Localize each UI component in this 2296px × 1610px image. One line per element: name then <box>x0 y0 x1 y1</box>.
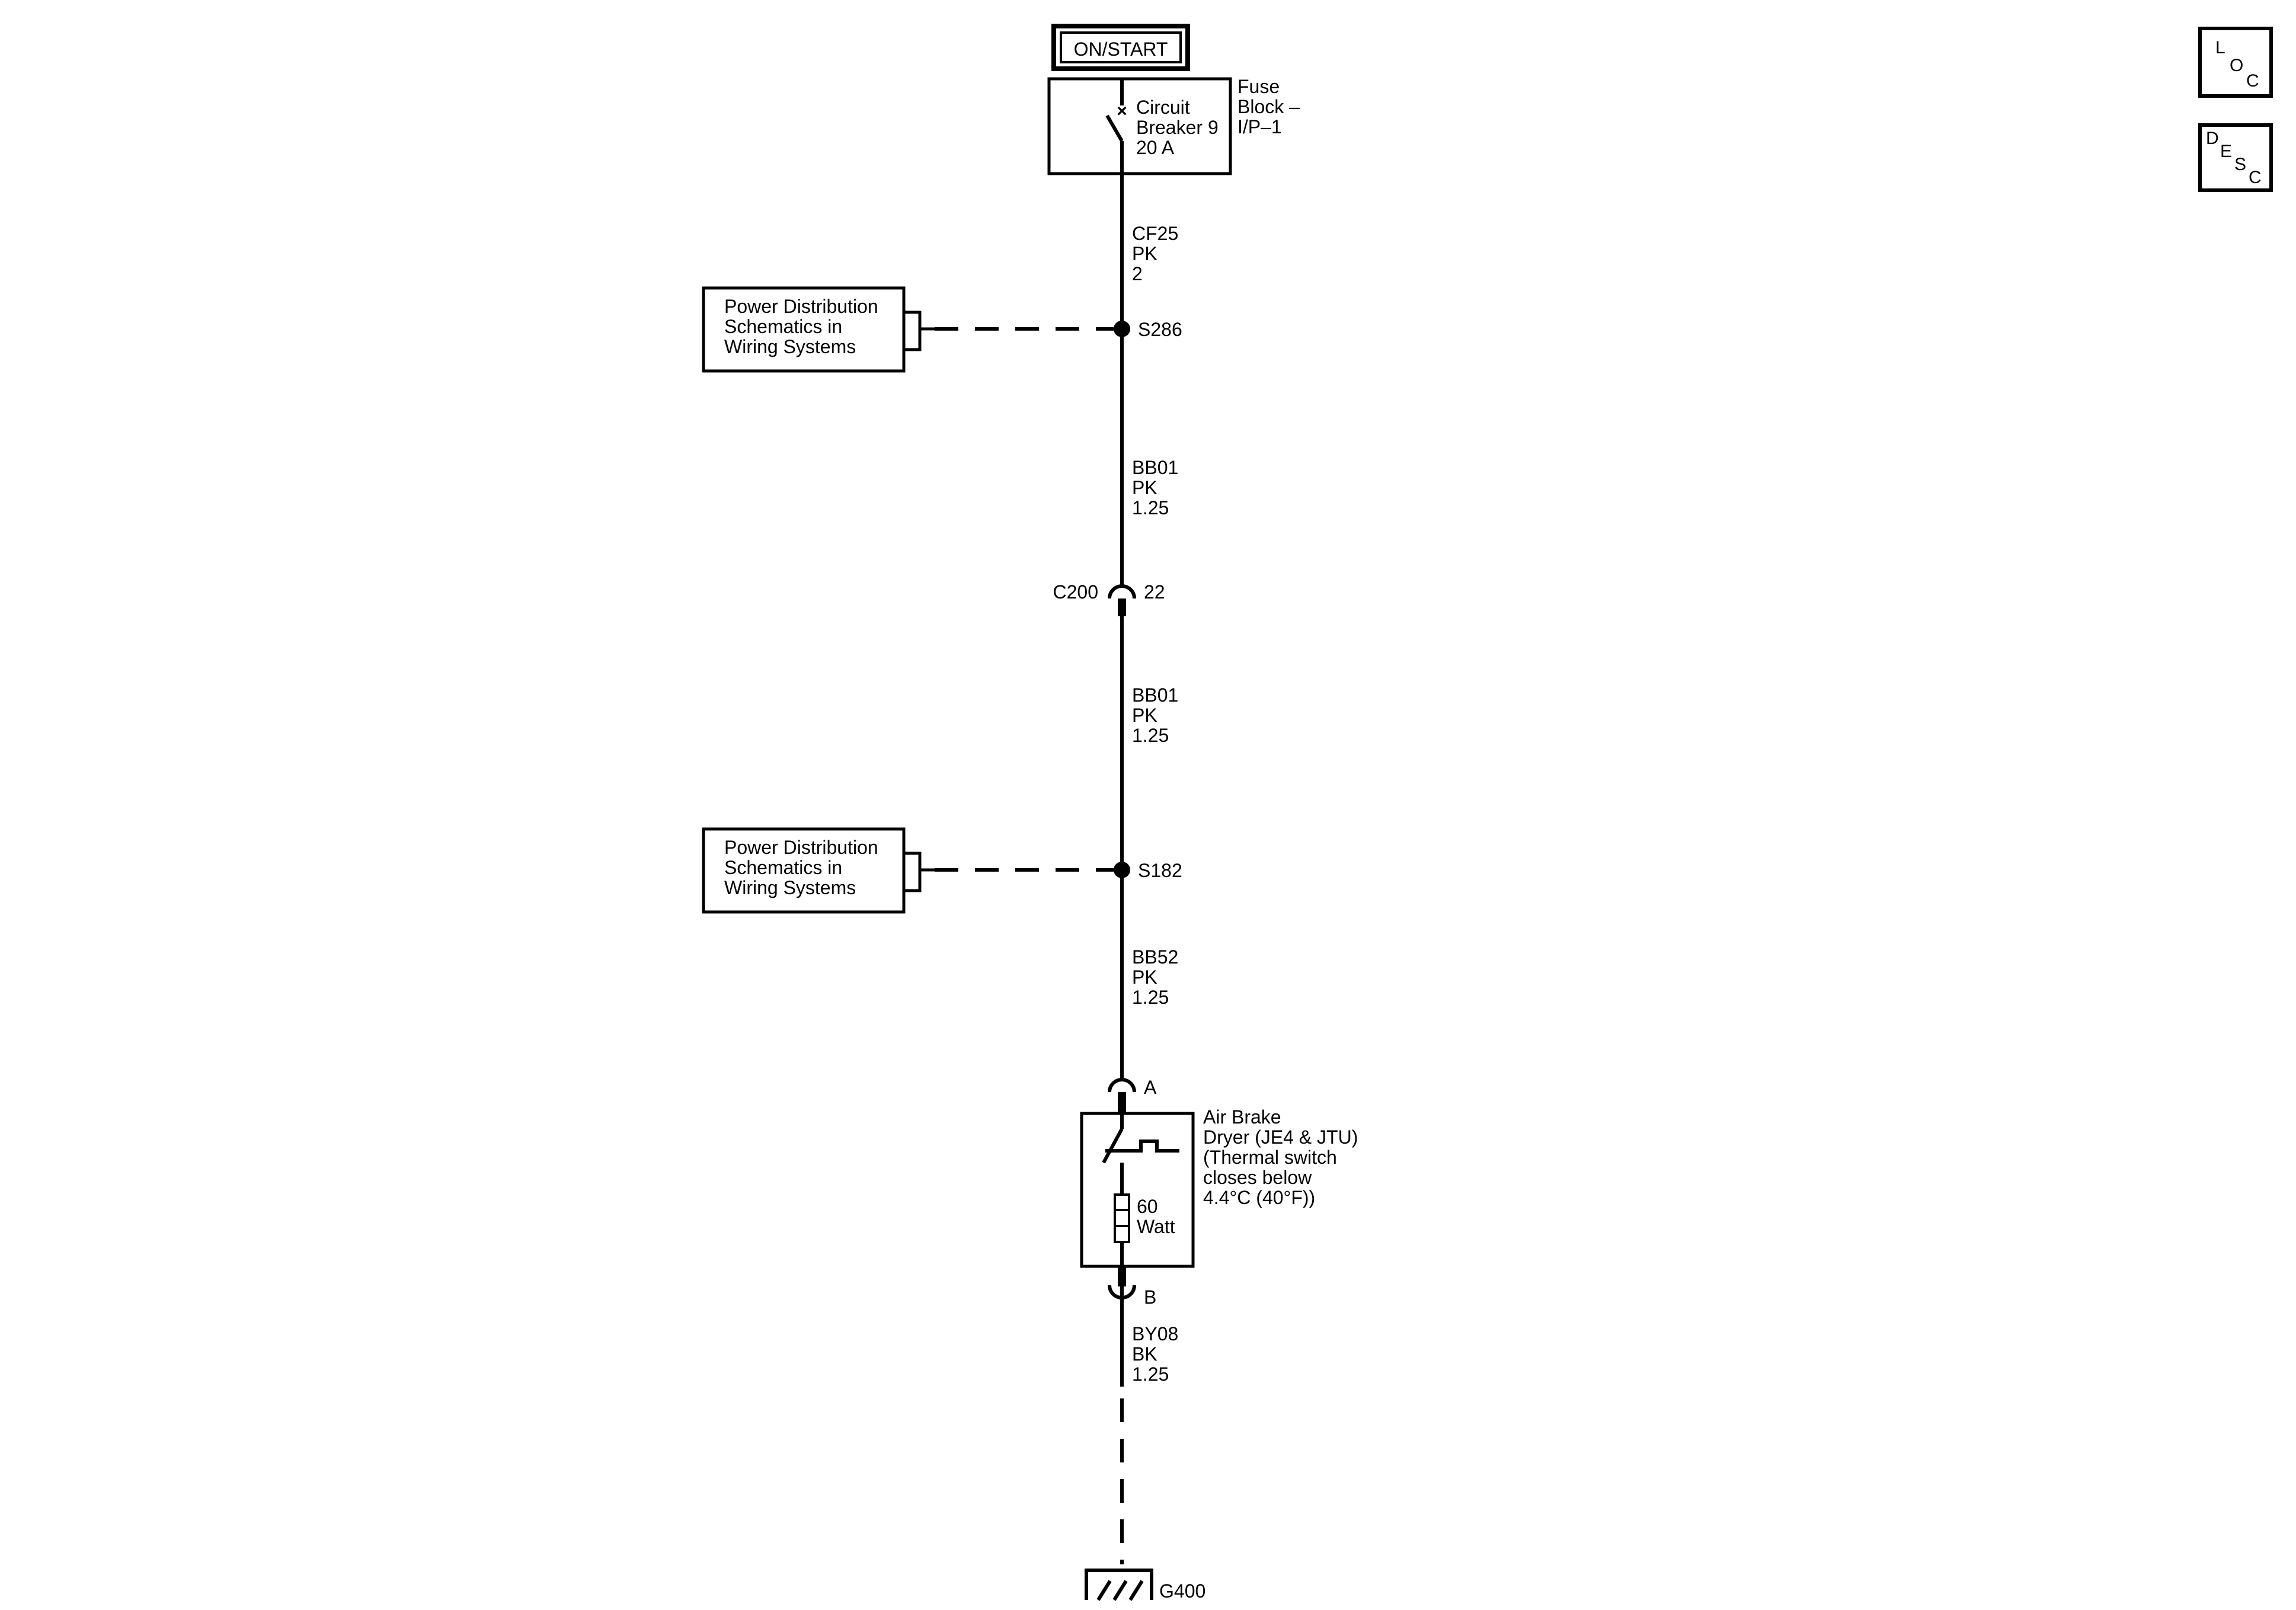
connector-b-male-icon <box>1118 1266 1126 1286</box>
ground-icon <box>1085 1569 1153 1600</box>
connector-c200: C200 22 <box>1053 581 1165 616</box>
connector-a-male-icon <box>1118 1092 1126 1113</box>
power-mode-text: ON/START <box>1074 39 1168 60</box>
svg-text:D[interactable]: D <box>2206 129 2219 148</box>
svg-text:E[interactable]: E <box>2220 142 2232 161</box>
loc-button[interactable]: L O C <box>2198 27 2273 98</box>
reference-box-s182[interactable]: Power Distribution Schematics in Wiring … <box>702 827 906 914</box>
connector-a-female-icon <box>1108 1078 1136 1093</box>
ground-label: G400 <box>1159 1580 1205 1602</box>
breaker-symbol-icon: × <box>1117 101 1127 121</box>
air-brake-dryer: A 60 Watt B <box>1080 1077 1195 1308</box>
svg-text:C[interactable]: C <box>2246 71 2259 91</box>
ground-g400: G400 <box>1085 1569 1205 1602</box>
splice-dot-s182 <box>1114 862 1130 878</box>
connector-c200-male-icon <box>1118 598 1126 616</box>
splice-s182: S182 <box>904 852 1182 892</box>
connector-b-female-icon <box>1108 1285 1136 1299</box>
pin-label-b: B <box>1144 1286 1156 1308</box>
connector-pin-c200: 22 <box>1144 581 1165 603</box>
power-mode-label: ON/START <box>1051 24 1190 71</box>
splice-dot-s286 <box>1114 321 1130 337</box>
wire-label-by08: BY08 BK 1.25 <box>1132 1323 1184 1385</box>
reference-text-s286[interactable]: Power Distribution Schematics in Wiring … <box>724 296 884 357</box>
component-name-label: Air Brake Dryer (JE4 & JTU) (Thermal swi… <box>1203 1106 1363 1208</box>
wire-label-cf25: CF25 PK 2 <box>1132 223 1184 284</box>
reference-box-s286[interactable]: Power Distribution Schematics in Wiring … <box>702 286 906 373</box>
svg-text:L[interactable]: L <box>2215 38 2225 57</box>
component-outline <box>1080 1112 1195 1268</box>
svg-text:C[interactable]: C <box>2249 168 2262 187</box>
desc-button[interactable]: D E S C <box>2198 123 2273 192</box>
reference-text-s182[interactable]: Power Distribution Schematics in Wiring … <box>724 837 884 898</box>
svg-text:S[interactable]: S <box>2234 155 2246 174</box>
thermal-switch-icon <box>1105 1140 1179 1153</box>
heater-element-icon <box>1114 1193 1130 1243</box>
fuse-block-outline <box>1047 77 1232 175</box>
wire-label-bb01-upper: BB01 PK 1.25 <box>1132 457 1184 518</box>
connector-label-c200: C200 <box>1053 581 1099 603</box>
fuse-block: × Circuit Breaker 9 20 A <box>1047 77 1232 175</box>
fuse-block-label: Fuse Block – I/P–1 <box>1237 76 1305 137</box>
svg-text:O[interactable]: O <box>2230 56 2243 75</box>
splice-label-s286: S286 <box>1138 319 1182 340</box>
breaker-label: Circuit Breaker 9 20 A <box>1136 97 1224 158</box>
wire-label-bb01-lower: BB01 PK 1.25 <box>1132 684 1184 746</box>
wire-label-bb52: BB52 PK 1.25 <box>1132 946 1184 1008</box>
pin-label-a: A <box>1144 1077 1157 1098</box>
connector-c200-female-icon <box>1108 584 1136 599</box>
splice-s286: S286 <box>904 311 1182 351</box>
splice-label-s182: S182 <box>1138 860 1182 881</box>
heater-label: 60 Watt <box>1137 1196 1175 1237</box>
